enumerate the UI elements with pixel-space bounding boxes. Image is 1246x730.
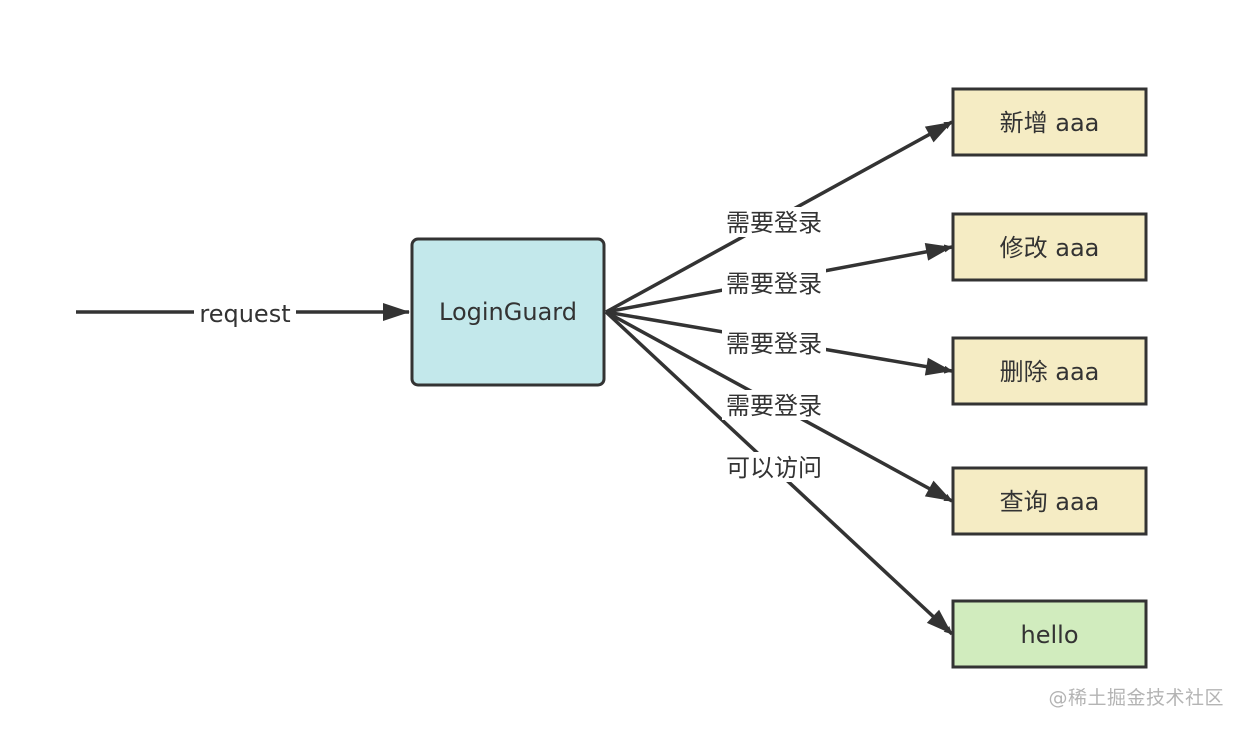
request-label-bg [194,296,296,328]
route-arrowhead-3 [924,357,952,376]
route-edge-label-3: 需要登录 [726,330,822,358]
route-edge-label-5: 可以访问 [726,454,822,482]
route-target-label-5: hello [1021,621,1079,649]
route-target-box-1[interactable] [951,87,1148,157]
route-target-box-2[interactable] [951,212,1148,282]
route-edge-label-bg-2 [722,268,826,298]
request-label: request [199,300,290,328]
route-edge-label-2: 需要登录 [726,270,822,298]
route-edges [604,120,954,636]
route-target-box-3[interactable] [951,336,1148,406]
route-target-box-5[interactable] [951,599,1148,669]
route-target-label-3: 删除 aaa [1000,358,1100,386]
login-guard-label: LoginGuard [439,298,577,326]
route-target-box-4[interactable] [951,466,1148,536]
route-target-label-2: 修改 aaa [1000,234,1100,262]
route-edge-label-bg-1 [722,207,826,237]
login-guard-box[interactable] [410,237,606,387]
request-arrowhead [383,303,410,321]
route-edge-label-bg-5 [722,452,826,482]
route-edge-label-1: 需要登录 [726,209,822,237]
route-arrowhead-2 [924,242,952,261]
route-edge-label-bg-3 [722,328,826,358]
route-target-label-4: 查询 aaa [1000,488,1100,516]
route-target-label-1: 新增 aaa [1000,109,1100,137]
route-arrowhead-1 [924,122,952,143]
route-edge-label-4: 需要登录 [726,392,822,420]
route-arrowhead-4 [924,480,952,501]
watermark-text: @稀土掘金技术社区 [1048,687,1224,709]
route-arrowhead-5 [926,609,952,634]
route-edge-label-bg-4 [722,390,826,420]
route-nodes: 新增 aaa 修改 aaa 删除 aaa 查询 aaa hello [951,87,1148,669]
